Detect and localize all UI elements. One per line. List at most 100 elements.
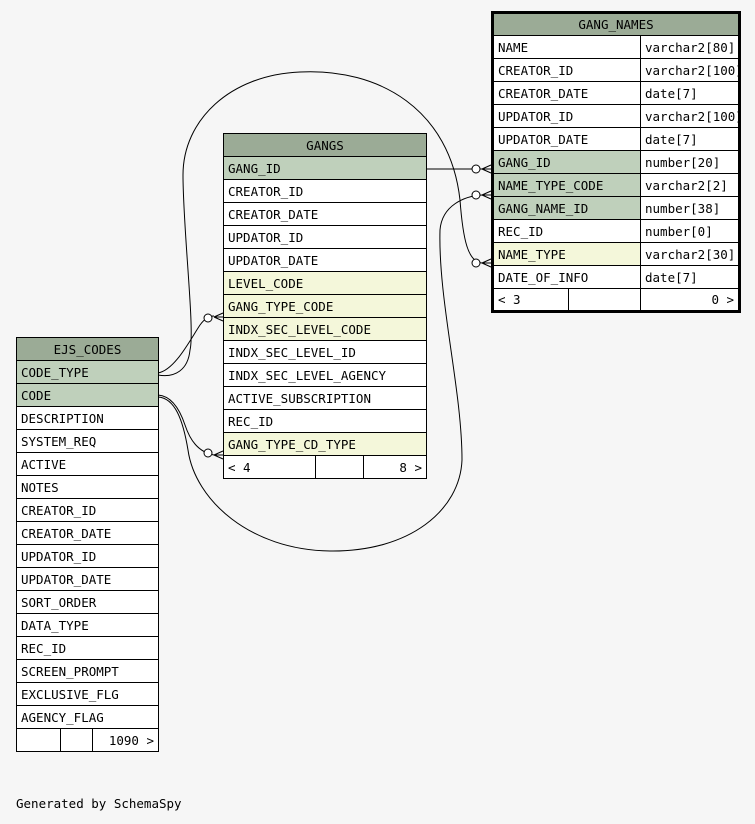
column-name[interactable]: INDX_SEC_LEVEL_AGENCY [223,363,427,387]
table-row: SCREEN_PROMPT [16,659,159,683]
column-name[interactable]: GANG_ID [223,156,427,180]
table-footer: < 3 0 > [492,288,741,312]
link-gang-type-code [157,315,215,374]
column-name[interactable]: CREATOR_DATE [492,81,641,105]
column-name[interactable]: REC_ID [16,636,159,660]
column-name[interactable]: CREATOR_DATE [223,202,427,226]
table-row: SORT_ORDER [16,590,159,614]
column-name[interactable]: NOTES [16,475,159,499]
rows-count [315,455,364,479]
column-name[interactable]: REC_ID [223,409,427,433]
column-name[interactable]: SYSTEM_REQ [16,429,159,453]
table-ejs-codes[interactable]: EJS_CODES CODE_TYPE CODE DESCRIPTION SYS… [16,337,159,752]
column-name[interactable]: DESCRIPTION [16,406,159,430]
children-count[interactable]: 8 > [363,455,427,479]
column-type: number[0] [639,219,741,243]
table-row: INDX_SEC_LEVEL_CODE [223,317,427,341]
column-name[interactable]: CREATOR_ID [16,498,159,522]
generated-by-footer: Generated by SchemaSpy [16,796,182,811]
table-row: ACTIVE [16,452,159,476]
table-row: AGENCY_FLAG [16,705,159,729]
table-row: NOTES [16,475,159,499]
table-row: DESCRIPTION [16,406,159,430]
column-type: date[7] [639,127,741,151]
column-name[interactable]: GANG_ID [492,150,641,174]
table-row: CREATOR_DATE [223,202,427,226]
column-name[interactable]: UPDATOR_ID [492,104,641,128]
table-row: CREATOR_ID [223,179,427,203]
table-title: GANGS [223,133,427,157]
table-row: UPDATOR_DATE [223,248,427,272]
table-title: EJS_CODES [16,337,159,361]
column-name[interactable]: INDX_SEC_LEVEL_CODE [223,317,427,341]
table-row: REC_ID [223,409,427,433]
column-name[interactable]: ACTIVE_SUBSCRIPTION [223,386,427,410]
column-type: varchar2[30] [639,242,741,266]
column-name[interactable]: GANG_NAME_ID [492,196,641,220]
table-gangs[interactable]: GANGS GANG_ID CREATOR_ID CREATOR_DATE UP… [223,133,427,479]
column-type: number[20] [639,150,741,174]
table-row: SYSTEM_REQ [16,429,159,453]
column-name[interactable]: UPDATOR_ID [16,544,159,568]
table-title: GANG_NAMES [491,12,741,36]
column-name[interactable]: GANG_TYPE_CODE [223,294,427,318]
column-name[interactable]: CREATOR_DATE [16,521,159,545]
column-type: varchar2[100] [639,104,741,128]
table-row: CREATOR_ID [16,498,159,522]
column-name[interactable]: CODE_TYPE [16,360,159,384]
column-name[interactable]: UPDATOR_DATE [223,248,427,272]
children-count[interactable]: 0 > [639,288,741,312]
column-name[interactable]: SCREEN_PROMPT [16,659,159,683]
table-row: GANG_ID [223,156,427,180]
column-name[interactable]: NAME [492,35,641,59]
column-name[interactable]: CREATOR_ID [492,58,641,82]
table-row: UPDATOR_DATE [16,567,159,591]
column-name[interactable]: CODE [16,383,159,407]
column-name[interactable]: EXCLUSIVE_FLG [16,682,159,706]
parents-count[interactable]: < 4 [223,455,316,479]
column-name[interactable]: UPDATOR_DATE [16,567,159,591]
column-name[interactable]: NAME_TYPE [492,242,641,266]
table-row: CODE_TYPE [16,360,159,384]
column-name[interactable]: DATE_OF_INFO [492,265,641,289]
column-type: varchar2[80] [639,35,741,59]
column-name[interactable]: DATA_TYPE [16,613,159,637]
column-name[interactable]: NAME_TYPE_CODE [492,173,641,197]
table-row: EXCLUSIVE_FLG [16,682,159,706]
column-name[interactable]: INDX_SEC_LEVEL_ID [223,340,427,364]
table-row: REC_ID [16,636,159,660]
column-name[interactable]: UPDATOR_ID [223,225,427,249]
table-row: DATA_TYPE [16,613,159,637]
parents-count[interactable] [16,728,61,752]
link-gang-type-cd-type [157,394,215,456]
table-row: ACTIVE_SUBSCRIPTION [223,386,427,410]
column-name[interactable]: AGENCY_FLAG [16,705,159,729]
rows-count [568,288,641,312]
column-name[interactable]: UPDATOR_DATE [492,127,641,151]
table-row: CREATOR_DATE [16,521,159,545]
table-row: UPDATOR_ID [16,544,159,568]
table-footer: < 4 8 > [223,455,427,479]
column-name[interactable]: GANG_TYPE_CD_TYPE [223,432,427,456]
children-count[interactable]: 1090 > [92,728,159,752]
column-name[interactable]: LEVEL_CODE [223,271,427,295]
column-name[interactable]: ACTIVE [16,452,159,476]
table-row: INDX_SEC_LEVEL_ID [223,340,427,364]
parents-count[interactable]: < 3 [492,288,569,312]
column-name[interactable]: SORT_ORDER [16,590,159,614]
column-name[interactable]: CREATOR_ID [223,179,427,203]
column-name[interactable]: REC_ID [492,219,641,243]
column-type: date[7] [639,265,741,289]
column-type: number[38] [639,196,741,220]
